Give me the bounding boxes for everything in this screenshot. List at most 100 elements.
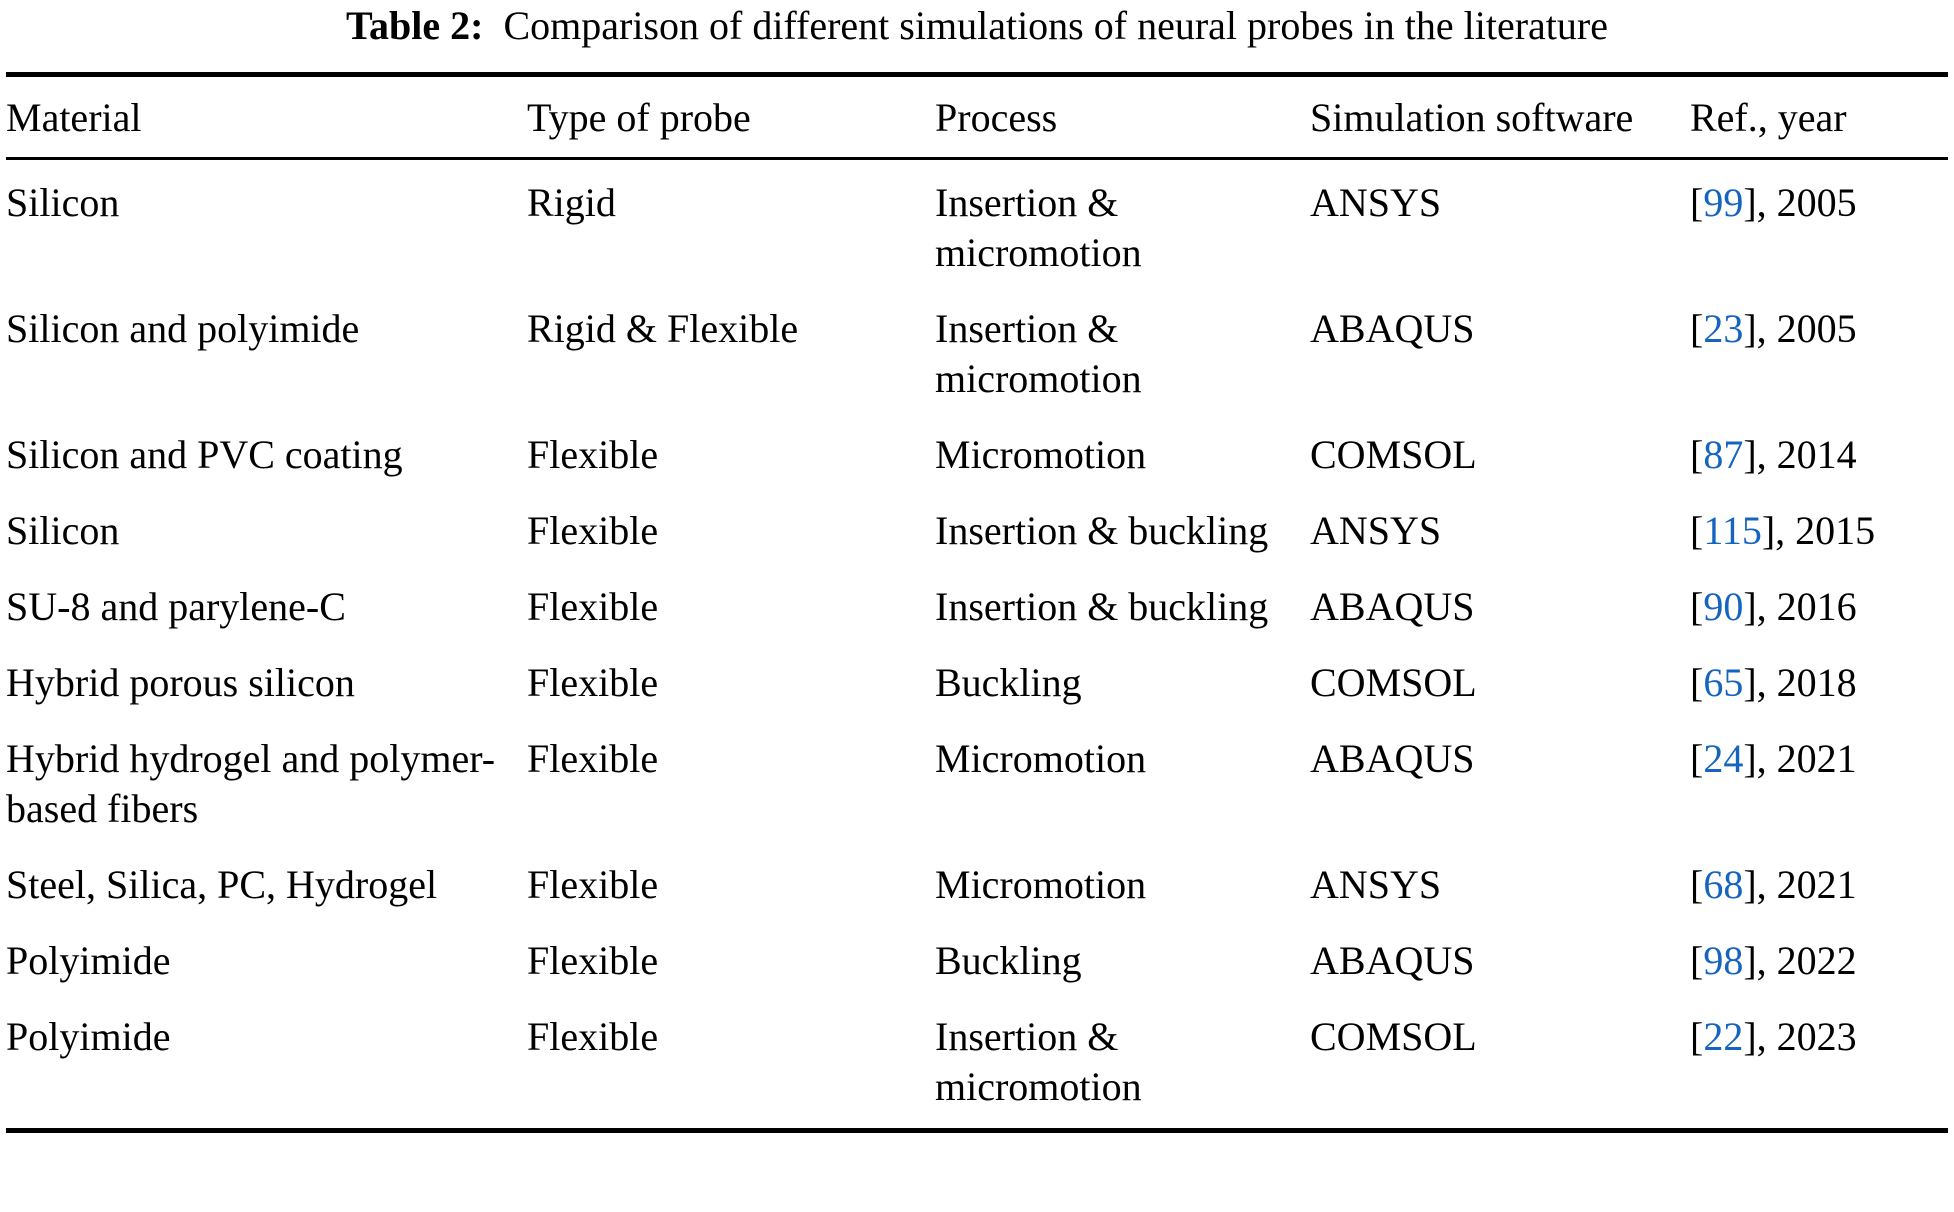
cell-reference: [98], 2022 bbox=[1690, 922, 1948, 998]
citation-link[interactable]: 68 bbox=[1703, 862, 1744, 907]
citation-bracket-open: [ bbox=[1690, 584, 1704, 629]
citation-bracket-open: [ bbox=[1690, 432, 1704, 477]
citation-bracket-open: [ bbox=[1690, 180, 1704, 225]
cell-software: ABAQUS bbox=[1310, 306, 1475, 351]
cell-material: Hybrid hydrogel and polymer-based fibers bbox=[6, 736, 496, 831]
citation-bracket-close: ], bbox=[1743, 736, 1777, 781]
cell-software: ANSYS bbox=[1310, 862, 1442, 907]
table-row: Hybrid hydrogel and polymer-based fibers… bbox=[6, 720, 1948, 846]
cell-probe-type: Flexible bbox=[527, 862, 659, 907]
comparison-table: Material Type of probe Process Simulatio… bbox=[6, 77, 1948, 157]
citation-link[interactable]: 98 bbox=[1703, 938, 1744, 983]
table-header-rule bbox=[6, 157, 1948, 160]
cell-probe-type: Flexible bbox=[527, 938, 659, 983]
header-row: Material Type of probe Process Simulatio… bbox=[6, 77, 1948, 157]
cell-probe-type: Rigid bbox=[527, 180, 616, 225]
citation-bracket-close: ], bbox=[1743, 180, 1777, 225]
citation-bracket-close: ], bbox=[1743, 938, 1777, 983]
cell-material: Silicon and PVC coating bbox=[6, 432, 403, 477]
citation-link[interactable]: 90 bbox=[1703, 584, 1744, 629]
cell-software: ABAQUS bbox=[1310, 938, 1475, 983]
cell-material: Polyimide bbox=[6, 938, 171, 983]
citation-link[interactable]: 65 bbox=[1703, 660, 1744, 705]
cell-process: Micromotion bbox=[935, 432, 1147, 477]
citation-bracket-close: ], bbox=[1743, 584, 1777, 629]
citation-link[interactable]: 115 bbox=[1703, 508, 1762, 553]
cell-probe-type: Rigid & Flexible bbox=[527, 306, 799, 351]
caption-description: Comparison of different simulations of n… bbox=[503, 3, 1608, 48]
cell-process: Insertion & micromotion bbox=[935, 1014, 1142, 1109]
citation-year: 2021 bbox=[1776, 862, 1857, 907]
cell-software: ANSYS bbox=[1310, 180, 1442, 225]
cell-process: Insertion & buckling bbox=[935, 508, 1269, 553]
cell-reference: [68], 2021 bbox=[1690, 846, 1948, 922]
cell-reference: [23], 2005 bbox=[1690, 290, 1948, 416]
citation-year: 2023 bbox=[1776, 1014, 1857, 1059]
cell-process: Micromotion bbox=[935, 862, 1147, 907]
column-header-software: Simulation software bbox=[1310, 95, 1634, 140]
cell-reference: [24], 2021 bbox=[1690, 720, 1948, 846]
cell-material: Silicon bbox=[6, 508, 120, 553]
cell-material: Polyimide bbox=[6, 1014, 171, 1059]
column-header-reference: Ref., year bbox=[1690, 95, 1847, 140]
column-header-process: Process bbox=[935, 95, 1058, 140]
cell-probe-type: Flexible bbox=[527, 584, 659, 629]
citation-link[interactable]: 24 bbox=[1703, 736, 1744, 781]
citation-bracket-open: [ bbox=[1690, 1014, 1704, 1059]
citation-bracket-close: ], bbox=[1743, 660, 1777, 705]
table-top-rule bbox=[6, 72, 1948, 77]
citation-year: 2018 bbox=[1776, 660, 1857, 705]
citation-link[interactable]: 87 bbox=[1703, 432, 1744, 477]
table-bottom-rule bbox=[6, 1128, 1948, 1133]
cell-software: COMSOL bbox=[1310, 660, 1477, 705]
cell-reference: [90], 2016 bbox=[1690, 568, 1948, 644]
cell-reference: [99], 2005 bbox=[1690, 160, 1948, 290]
citation-link[interactable]: 22 bbox=[1703, 1014, 1744, 1059]
citation-year: 2015 bbox=[1795, 508, 1876, 553]
citation-year: 2014 bbox=[1776, 432, 1857, 477]
citation-link[interactable]: 99 bbox=[1703, 180, 1744, 225]
citation-bracket-close: ], bbox=[1743, 1014, 1777, 1059]
table-caption: Table 2: Comparison of different simulat… bbox=[0, 0, 1954, 50]
cell-reference: [115], 2015 bbox=[1690, 492, 1948, 568]
cell-reference: [65], 2018 bbox=[1690, 644, 1948, 720]
column-header-material: Material bbox=[6, 95, 142, 140]
cell-software: COMSOL bbox=[1310, 432, 1477, 477]
citation-bracket-open: [ bbox=[1690, 306, 1704, 351]
cell-process: Buckling bbox=[935, 938, 1082, 983]
citation-bracket-open: [ bbox=[1690, 862, 1704, 907]
cell-process: Insertion & buckling bbox=[935, 584, 1269, 629]
citation-bracket-close: ], bbox=[1743, 306, 1777, 351]
cell-software: COMSOL bbox=[1310, 1014, 1477, 1059]
citation-link[interactable]: 23 bbox=[1703, 306, 1744, 351]
cell-software: ANSYS bbox=[1310, 508, 1442, 553]
cell-process: Micromotion bbox=[935, 736, 1147, 781]
cell-material: Hybrid porous silicon bbox=[6, 660, 355, 705]
cell-material: Silicon and polyimide bbox=[6, 306, 360, 351]
column-header-probe-type: Type of probe bbox=[527, 95, 751, 140]
citation-year: 2005 bbox=[1776, 180, 1857, 225]
citation-year: 2021 bbox=[1776, 736, 1857, 781]
cell-material: SU-8 and parylene-C bbox=[6, 584, 346, 629]
citation-bracket-open: [ bbox=[1690, 660, 1704, 705]
cell-reference: [87], 2014 bbox=[1690, 416, 1948, 492]
cell-material: Silicon bbox=[6, 180, 120, 225]
citation-bracket-open: [ bbox=[1690, 508, 1704, 553]
caption-label: Table 2: bbox=[346, 3, 484, 48]
citation-bracket-close: ], bbox=[1761, 508, 1796, 553]
citation-bracket-open: [ bbox=[1690, 736, 1704, 781]
citation-bracket-close: ], bbox=[1743, 862, 1777, 907]
citation-year: 2016 bbox=[1776, 584, 1857, 629]
citation-bracket-open: [ bbox=[1690, 938, 1704, 983]
cell-software: ABAQUS bbox=[1310, 584, 1475, 629]
